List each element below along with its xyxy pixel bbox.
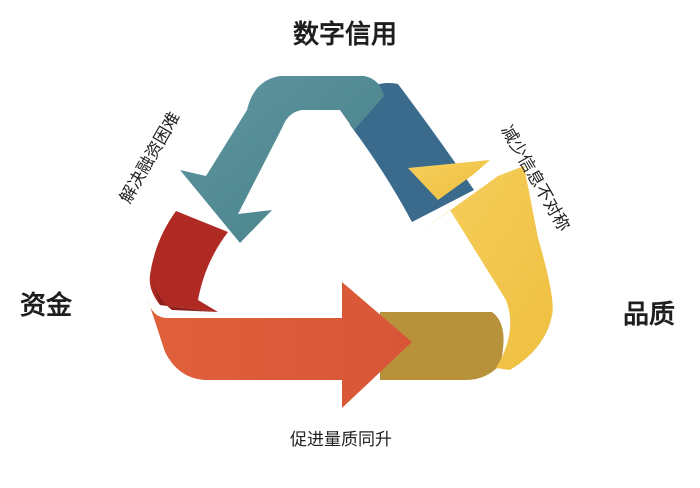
red-band	[150, 211, 228, 312]
node-label-top: 数字信用	[293, 22, 397, 48]
node-label-left: 资金	[20, 293, 72, 319]
edge-label-bottom: 促进量质同升	[290, 432, 392, 449]
teal-arrow	[180, 76, 384, 243]
node-label-right: 品质	[623, 302, 675, 328]
